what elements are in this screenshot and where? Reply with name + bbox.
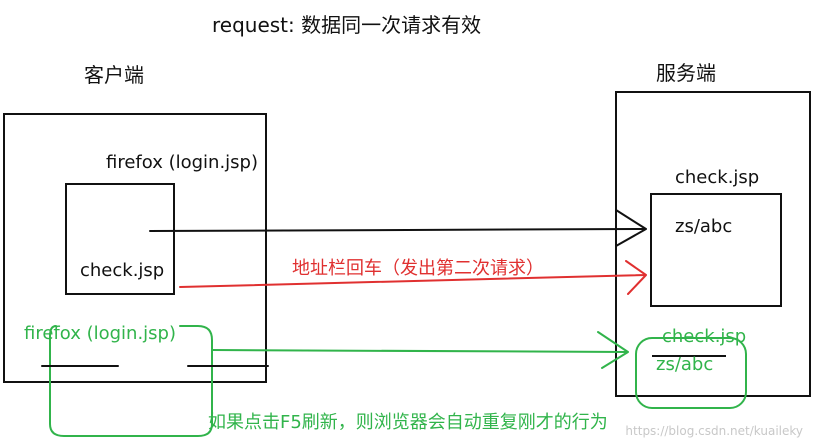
second-request-label: 地址栏回车（发出第二次请求） xyxy=(292,258,544,279)
first-request-arrow xyxy=(149,209,647,247)
server-resource-label: check.jsp xyxy=(675,167,759,188)
green-data-label: zs/abc xyxy=(656,354,713,375)
green-browser-label: firefox (login.jsp) xyxy=(24,323,176,344)
client-label: 客户端 xyxy=(84,63,144,87)
server-resource-box xyxy=(650,193,782,307)
second-request-arrow xyxy=(179,260,647,295)
server-box xyxy=(615,91,811,397)
diagram-title: request: 数据同一次请求有效 xyxy=(212,13,481,37)
client-page-box xyxy=(65,183,175,295)
refresh-note: 如果点击F5刷新，则浏览器会自动重复刚才的行为 xyxy=(208,412,608,433)
client-page-label: check.jsp xyxy=(80,260,164,281)
server-label: 服务端 xyxy=(656,61,716,85)
refresh-request-arrow xyxy=(211,331,629,369)
client-box xyxy=(3,113,267,383)
green-browser-outline xyxy=(49,325,213,437)
green-resource-label: check.jsp xyxy=(662,326,746,347)
server-data-label: zs/abc xyxy=(675,216,732,237)
watermark: https://blog.csdn.net/kuaileky xyxy=(625,424,803,438)
client-browser-label: firefox (login.jsp) xyxy=(106,152,258,173)
green-data-outline xyxy=(635,337,747,409)
